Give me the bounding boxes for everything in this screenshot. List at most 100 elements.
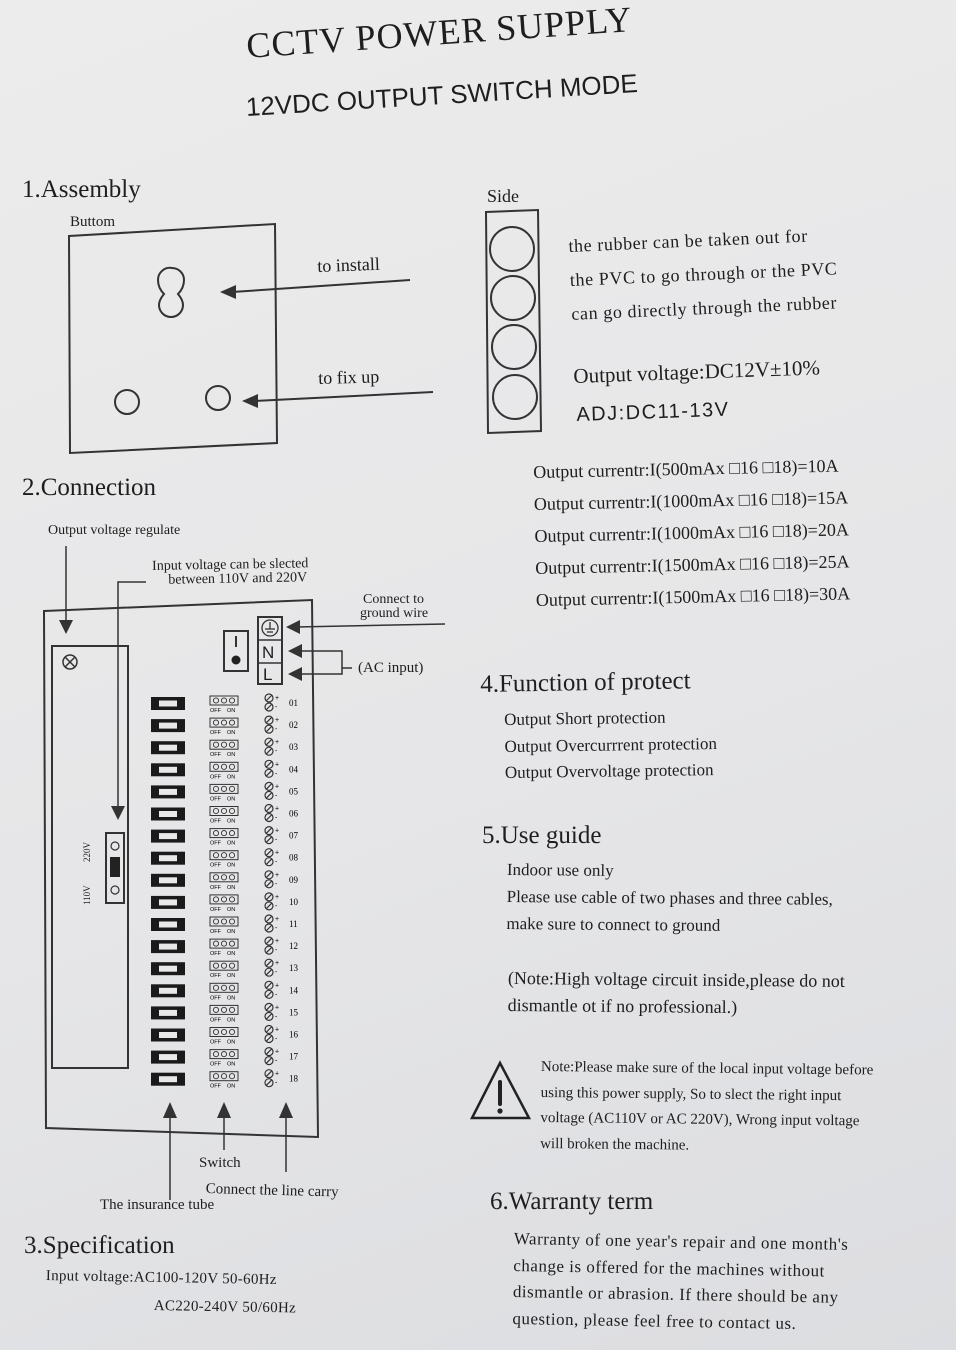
screw-terminal-icon: [264, 879, 274, 889]
inner-panel: [51, 645, 129, 1069]
switch-off-label: OFF: [210, 1084, 222, 1090]
dip-switch-icon: [209, 1004, 239, 1015]
ac-terminal-block: [257, 616, 283, 685]
screw-terminal-icon: [264, 693, 274, 703]
svg-text:+: +: [275, 1049, 279, 1056]
arrow-up-icon: [163, 1102, 177, 1118]
ac-input-label: (AC input): [358, 660, 424, 676]
bottom-label: Buttom: [70, 214, 116, 230]
rubber-grommet-icon: [491, 324, 537, 370]
specification-heading: 3.Specification: [24, 1232, 175, 1259]
line-carry-label: Connect the line carry: [205, 1181, 339, 1201]
switch-on-label: ON: [227, 929, 235, 935]
screw-terminal-icon: [264, 834, 274, 845]
svg-text:-: -: [275, 903, 278, 910]
arrow-left-icon: [220, 285, 236, 299]
switch-off-label: OFF: [210, 951, 222, 957]
screw-terminal-icon: [264, 790, 274, 801]
svg-text:+: +: [275, 717, 279, 724]
connection-heading: 2.Connection: [22, 474, 157, 501]
channel-number: 04: [289, 764, 299, 774]
screw-terminal-icon: [264, 936, 274, 946]
rubber-grommet-icon: [490, 275, 536, 321]
voltage-adjust-icon: [62, 654, 78, 670]
screw-terminal-icon: [264, 812, 274, 823]
svg-text:-: -: [275, 1013, 278, 1020]
channel-number: 01: [289, 698, 298, 708]
screw-terminal-icon: [264, 1078, 274, 1088]
channel-number: 03: [289, 742, 299, 752]
voltage-selector: [105, 832, 125, 904]
svg-text:+: +: [275, 894, 279, 901]
switch-off-label: OFF: [210, 841, 222, 847]
arrow-left-icon: [242, 394, 258, 408]
svg-text:+: +: [275, 938, 279, 945]
screw-terminal-icon: [264, 768, 274, 778]
screw-terminal-icon: [264, 1069, 274, 1079]
switch-off-label: OFF: [210, 973, 222, 979]
channel-number: 14: [289, 985, 299, 995]
screw-terminal-icon: [264, 967, 274, 977]
svg-text:-: -: [275, 704, 278, 711]
switch-off-label: OFF: [210, 708, 222, 714]
dip-switch-icon: [209, 717, 239, 728]
use-guide-text: Indoor use only Please use cable of two …: [506, 860, 833, 935]
screw-terminal-icon: [264, 945, 274, 955]
screw-terminal-icon: [264, 958, 274, 968]
dip-switch-icon: [209, 695, 239, 706]
dip-switch-icon: [209, 850, 239, 861]
side-label: Side: [487, 186, 520, 206]
screw-terminal-icon: [264, 1002, 274, 1013]
insurance-tube-label: The insurance tube: [100, 1197, 215, 1213]
switch-off-label: OFF: [210, 752, 222, 758]
svg-text:-: -: [275, 881, 278, 888]
ground-icon: [261, 619, 279, 637]
switch-on-label: ON: [227, 1062, 235, 1068]
arrow-down-icon: [111, 806, 125, 820]
rubber-grommet-icon: [489, 226, 535, 272]
warranty-heading: 6.Warranty term: [490, 1188, 654, 1215]
svg-text:-: -: [275, 1058, 278, 1065]
dip-switch-icon: [209, 783, 239, 794]
dip-switch-icon: [209, 828, 239, 839]
keyhole-icon: [156, 266, 186, 318]
screw-terminal-icon: [264, 980, 274, 990]
screw-terminal-icon: [264, 803, 274, 814]
switch-on-label: ON: [227, 819, 235, 825]
screw-terminal-icon: [264, 724, 274, 734]
switch-on-label: ON: [227, 1040, 235, 1046]
switch-on-label: ON: [227, 774, 235, 780]
screw-terminal-icon: [264, 1055, 274, 1066]
screw-terminal-icon: [264, 892, 274, 902]
list-item: Output Overvoltage protection: [504, 760, 714, 782]
screw-terminal-icon: [264, 848, 274, 858]
protect-heading: 4.Function of protect: [480, 667, 691, 698]
dip-switch-icon: [209, 894, 239, 905]
arrow-down-icon: [59, 620, 73, 634]
dip-switch-icon: [209, 960, 239, 971]
svg-text:-: -: [275, 815, 278, 822]
fix-hole-icon: [114, 389, 140, 415]
switch-off-label: OFF: [210, 1017, 222, 1023]
screw-terminal-icon: [264, 989, 274, 999]
dip-switch-icon: [209, 916, 239, 927]
dip-switch-icon: [209, 1071, 239, 1082]
switch-off-label: OFF: [210, 885, 222, 891]
switch-off-label: OFF: [210, 774, 222, 780]
screw-terminal-icon: [264, 759, 274, 769]
switch-off-label: OFF: [210, 929, 222, 935]
